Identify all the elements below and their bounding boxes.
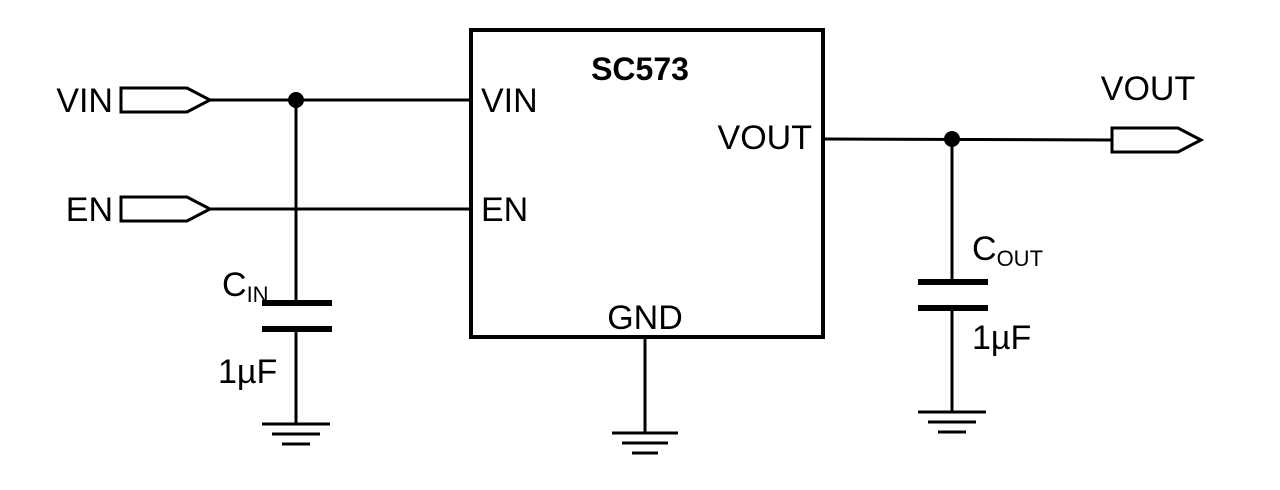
en-port-arrow <box>119 195 214 223</box>
ic-pin-en-label: EN <box>481 191 528 229</box>
cin-value: 1µF <box>218 353 277 391</box>
vin-port-arrow <box>119 86 214 114</box>
cout-value: 1µF <box>972 319 1031 357</box>
ic-name: SC573 <box>591 51 689 87</box>
ic-pin-vin-label: VIN <box>481 82 538 120</box>
vout-port-label: VOUT <box>1101 70 1195 108</box>
cin-label: CIN <box>222 266 269 307</box>
vout-port-arrow <box>1110 126 1205 154</box>
ic-ground-icon <box>612 431 678 455</box>
vin-port-label: VIN <box>56 82 113 120</box>
ic-pin-gnd-label: GND <box>607 299 683 337</box>
en-port-label: EN <box>66 191 113 229</box>
cout-ground-icon <box>918 410 986 434</box>
ic-pin-vout-label: VOUT <box>718 119 812 157</box>
ic-body <box>469 28 825 339</box>
vout-wire <box>822 137 1113 142</box>
cout-label: COUT <box>972 230 1043 271</box>
cin-ground-icon <box>262 422 330 446</box>
